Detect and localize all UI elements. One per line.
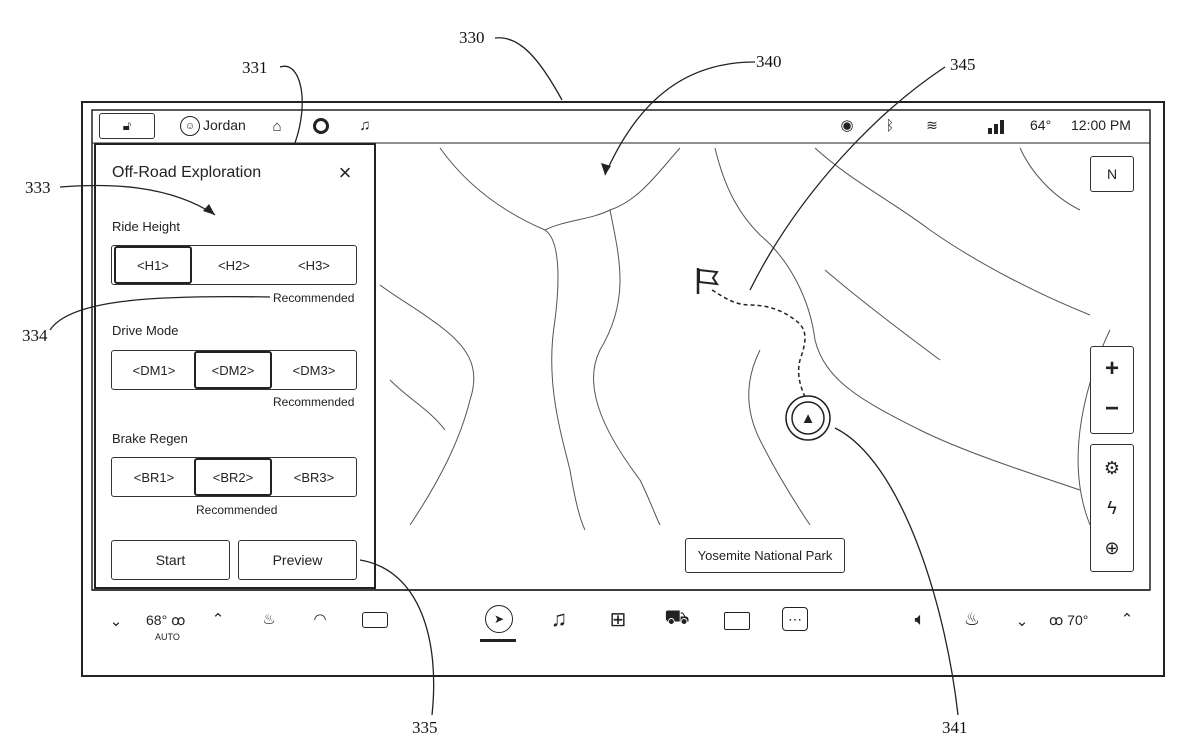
location-label[interactable]: Yosemite National Park [685, 538, 845, 573]
ref-345: 345 [950, 55, 976, 74]
ride-height-recommended: Recommended [273, 291, 355, 305]
ref-333: 333 [25, 178, 51, 197]
defrost-front-icon[interactable]: ◠ [313, 611, 327, 628]
brake-regen-recommended: Recommended [196, 503, 278, 517]
clock: 12:00 PM [1071, 117, 1131, 133]
zoom-out-button[interactable]: − [1104, 395, 1119, 422]
route-path [711, 289, 809, 406]
ref-330: 330 [459, 28, 485, 47]
ride-height-option-h3[interactable]: <H3> [298, 257, 330, 273]
brake-regen-selector[interactable]: <BR1> <BR2> <BR3> [111, 457, 357, 497]
drive-mode-option-dm2[interactable]: <DM2> [194, 351, 272, 389]
panel-frame [94, 143, 376, 589]
brake-regen-option-br2[interactable]: <BR2> [194, 458, 272, 496]
user-name[interactable]: Jordan [203, 117, 246, 133]
garage-icon[interactable]: ⌂ [272, 117, 282, 135]
ref-334: 334 [22, 326, 48, 345]
navigation-arrow-icon: ▲ [800, 409, 816, 427]
settings-icon[interactable]: ⚙︎ [1103, 457, 1121, 478]
left-temperature[interactable]: 68° ꝏ [146, 612, 185, 629]
ride-height-option-h1[interactable]: <H1> [114, 246, 192, 284]
zoom-control: + − [1090, 346, 1134, 434]
ref-331: 331 [242, 58, 268, 77]
bluetooth-icon: ᛒ [885, 117, 895, 133]
panel-title: Off-Road Exploration [112, 164, 262, 181]
vehicle-icon[interactable]: ⛟ [664, 606, 690, 629]
right-temperature-value: 70° [1067, 612, 1089, 628]
chevron-up-icon-right[interactable]: ⌃ [1120, 611, 1134, 628]
active-tab-indicator [480, 639, 516, 642]
ref-341: 341 [942, 718, 968, 737]
start-button[interactable]: Start [111, 540, 230, 580]
chevron-down-icon-right[interactable]: ⌄ [1015, 613, 1029, 630]
flag-icon[interactable] [695, 266, 721, 296]
chevron-up-icon[interactable]: ⌃ [211, 611, 225, 628]
defrost-rear-icon[interactable] [362, 612, 388, 628]
map-terrain [379, 147, 1111, 531]
navigate-icon[interactable]: ➤ [485, 605, 513, 633]
right-temperature[interactable]: ꝏ 70° [1049, 612, 1088, 629]
drive-mode-selector[interactable]: <DM1> <DM2> <DM3> [111, 350, 357, 390]
left-temperature-value: 68° [146, 612, 168, 628]
ride-height-selector[interactable]: <H1> <H2> <H3> [111, 245, 357, 285]
ride-height-label: Ride Height [112, 219, 180, 234]
volume-icon[interactable]: 🔈︎ [914, 608, 926, 629]
leader-lines [49, 37, 959, 716]
right-fan-icon: ꝏ [1049, 612, 1064, 628]
chevron-down-icon[interactable]: ⌄ [109, 613, 123, 630]
more-icon[interactable]: ⋯ [782, 607, 808, 631]
zoom-in-button[interactable]: + [1104, 355, 1119, 382]
globe-icon[interactable]: ⊕ [1104, 537, 1120, 558]
wifi-icon: ≋ [926, 116, 938, 133]
device-frame [81, 101, 1165, 677]
apps-icon[interactable]: ⊞ [609, 608, 627, 631]
drive-mode-option-dm3[interactable]: <DM3> [292, 362, 336, 378]
drive-mode-label: Drive Mode [112, 323, 179, 338]
bell-icon[interactable]: ♫︎ [359, 116, 371, 134]
brake-regen-label: Brake Regen [112, 431, 188, 446]
drive-mode-recommended: Recommended [273, 395, 355, 409]
lock-icon: 🔓︎ [122, 118, 132, 133]
auto-label: AUTO [155, 632, 180, 642]
sentry-icon: ◉ [840, 117, 854, 134]
record-icon[interactable] [313, 118, 329, 134]
brake-regen-option-br3[interactable]: <BR3> [293, 469, 335, 485]
brake-regen-option-br1[interactable]: <BR1> [133, 469, 175, 485]
user-icon[interactable]: ☺ [180, 116, 200, 136]
camera-icon[interactable] [724, 612, 750, 630]
signal-icon [988, 118, 1008, 134]
seat-heat-right-icon[interactable]: ♨︎ [963, 608, 981, 629]
preview-button[interactable]: Preview [238, 540, 357, 580]
outside-temperature: 64° [1030, 117, 1052, 133]
left-fan-icon: ꝏ [171, 612, 186, 628]
close-icon[interactable]: × [338, 160, 352, 185]
ride-height-option-h2[interactable]: <H2> [218, 257, 250, 273]
bolt-icon[interactable]: ϟ [1107, 497, 1117, 518]
lock-button[interactable]: 🔓︎ [99, 113, 155, 139]
seat-heat-icon[interactable]: ♨︎ [262, 611, 276, 628]
music-icon[interactable]: ♫ [550, 606, 568, 631]
ref-340: 340 [756, 52, 782, 71]
drive-mode-option-dm1[interactable]: <DM1> [132, 362, 176, 378]
map-tools: ⚙︎ ϟ ⊕ [1090, 444, 1134, 572]
compass-button[interactable]: N [1090, 156, 1134, 192]
ref-335: 335 [412, 718, 438, 737]
